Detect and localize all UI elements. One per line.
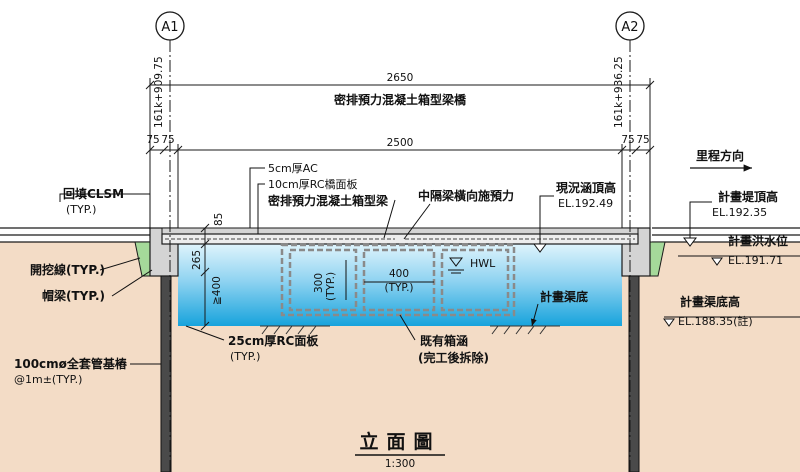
planned-bottom-leader — [530, 303, 539, 327]
gridline-a2: A2 161k+936.25 — [613, 11, 645, 472]
dim-left-b: 75 — [161, 134, 174, 146]
mileage-direction: 里程方向 — [696, 148, 744, 163]
dim-span — [145, 144, 655, 228]
right-elevations: 計畫堤頂高 EL.192.35 計畫洪水位 EL.191.71 計畫渠底高 EL… — [663, 189, 800, 328]
dim-span-value: 2500 — [387, 137, 414, 149]
dim-right-a: 75 — [621, 134, 634, 146]
bottom-slab-leader — [185, 325, 225, 341]
flood-level-label: 計畫洪水位 — [728, 233, 788, 248]
culvert-width-typ: (TYP.) — [384, 282, 413, 294]
planned-channel-bottom: 計畫渠底 — [540, 289, 588, 304]
diaphragm-label: 中隔梁橫向施預力 — [418, 188, 514, 203]
channel-bottom-label: 計畫渠底高 — [680, 294, 740, 309]
culvert-height-typ: (TYP.) — [325, 272, 337, 301]
existing-culvert — [280, 243, 516, 317]
hwl-label: HWL — [470, 257, 496, 270]
dike-top-label: 計畫堤頂高 — [718, 189, 778, 204]
gridline-a1: A1 161k+909.75 — [153, 11, 185, 472]
existing-top-symbol — [533, 243, 547, 253]
deck-labels: 5cm厚AC 10cm厚RC橋面板 密排預力混凝土箱型梁 中隔梁橫向施預力 — [249, 162, 514, 240]
dim-right-b: 75 — [636, 134, 649, 146]
drawing-title: 立面圖 — [359, 430, 440, 453]
gridline-a1-label: A1 — [161, 20, 178, 35]
dim-clearance: ≧400 — [211, 276, 223, 305]
bridge-name: 密排預力混凝土箱型梁橋 — [334, 92, 467, 107]
existing-top-leader — [539, 195, 554, 246]
flood-level-el: EL.191.71 — [728, 254, 783, 267]
pile-right — [628, 275, 640, 472]
drawing-scale: 1:300 — [385, 458, 415, 470]
channel-bottom-hatch — [260, 325, 560, 335]
dim-left-a: 75 — [146, 134, 159, 146]
channel-bottom-el: EL.188.35(註) — [678, 315, 753, 328]
box-girder-label: 密排預力混凝土箱型梁 — [268, 193, 388, 208]
backfill-typ: (TYP.) — [66, 203, 96, 216]
pile-spacing: @1m±(TYP.) — [14, 373, 82, 386]
gridline-a1-station: 161k+909.75 — [153, 56, 165, 128]
vertical-dims — [200, 223, 210, 331]
channel-water — [178, 244, 622, 326]
excavation-label: 開挖線(TYP.) — [30, 262, 105, 277]
pile-label: 100cmø全套管基樁 — [14, 356, 128, 371]
dike-top-el: EL.192.35 — [712, 206, 767, 219]
hwl-marker: HWL — [448, 257, 496, 274]
existing-top-label: 現況涵頂高 — [556, 180, 616, 195]
left-labels: 回填CLSM (TYP.) 開挖線(TYP.) 帽梁(TYP.) 100cmø全… — [14, 186, 161, 386]
gridline-a2-station: 161k+936.25 — [613, 56, 625, 128]
ground-line — [0, 227, 800, 243]
culvert-width: 400 — [389, 268, 409, 280]
existing-top-el: EL.192.49 — [558, 197, 613, 210]
existing-culvert-label: 既有箱涵 — [420, 333, 468, 348]
bridge-deck — [161, 227, 639, 245]
gridline-a2-label: A2 — [621, 20, 638, 35]
existing-culvert-note: (完工後拆除) — [418, 350, 489, 365]
culvert-height: 300 — [313, 273, 325, 293]
cap-beam-label: 帽梁(TYP.) — [42, 288, 105, 303]
dim-girder-depth: 265 — [191, 250, 203, 270]
dim-deck-thk: 85 — [213, 213, 225, 226]
pile-left — [160, 275, 172, 472]
existing-culvert-leader — [399, 314, 416, 341]
dim-overall-value: 2650 — [387, 72, 414, 84]
bottom-slab-typ: (TYP.) — [230, 350, 260, 363]
bottom-slab-label: 25cm厚RC面板 — [228, 333, 319, 348]
deck-slab-label: 10cm厚RC橋面板 — [268, 177, 358, 191]
ac-layer-label: 5cm厚AC — [268, 162, 318, 175]
